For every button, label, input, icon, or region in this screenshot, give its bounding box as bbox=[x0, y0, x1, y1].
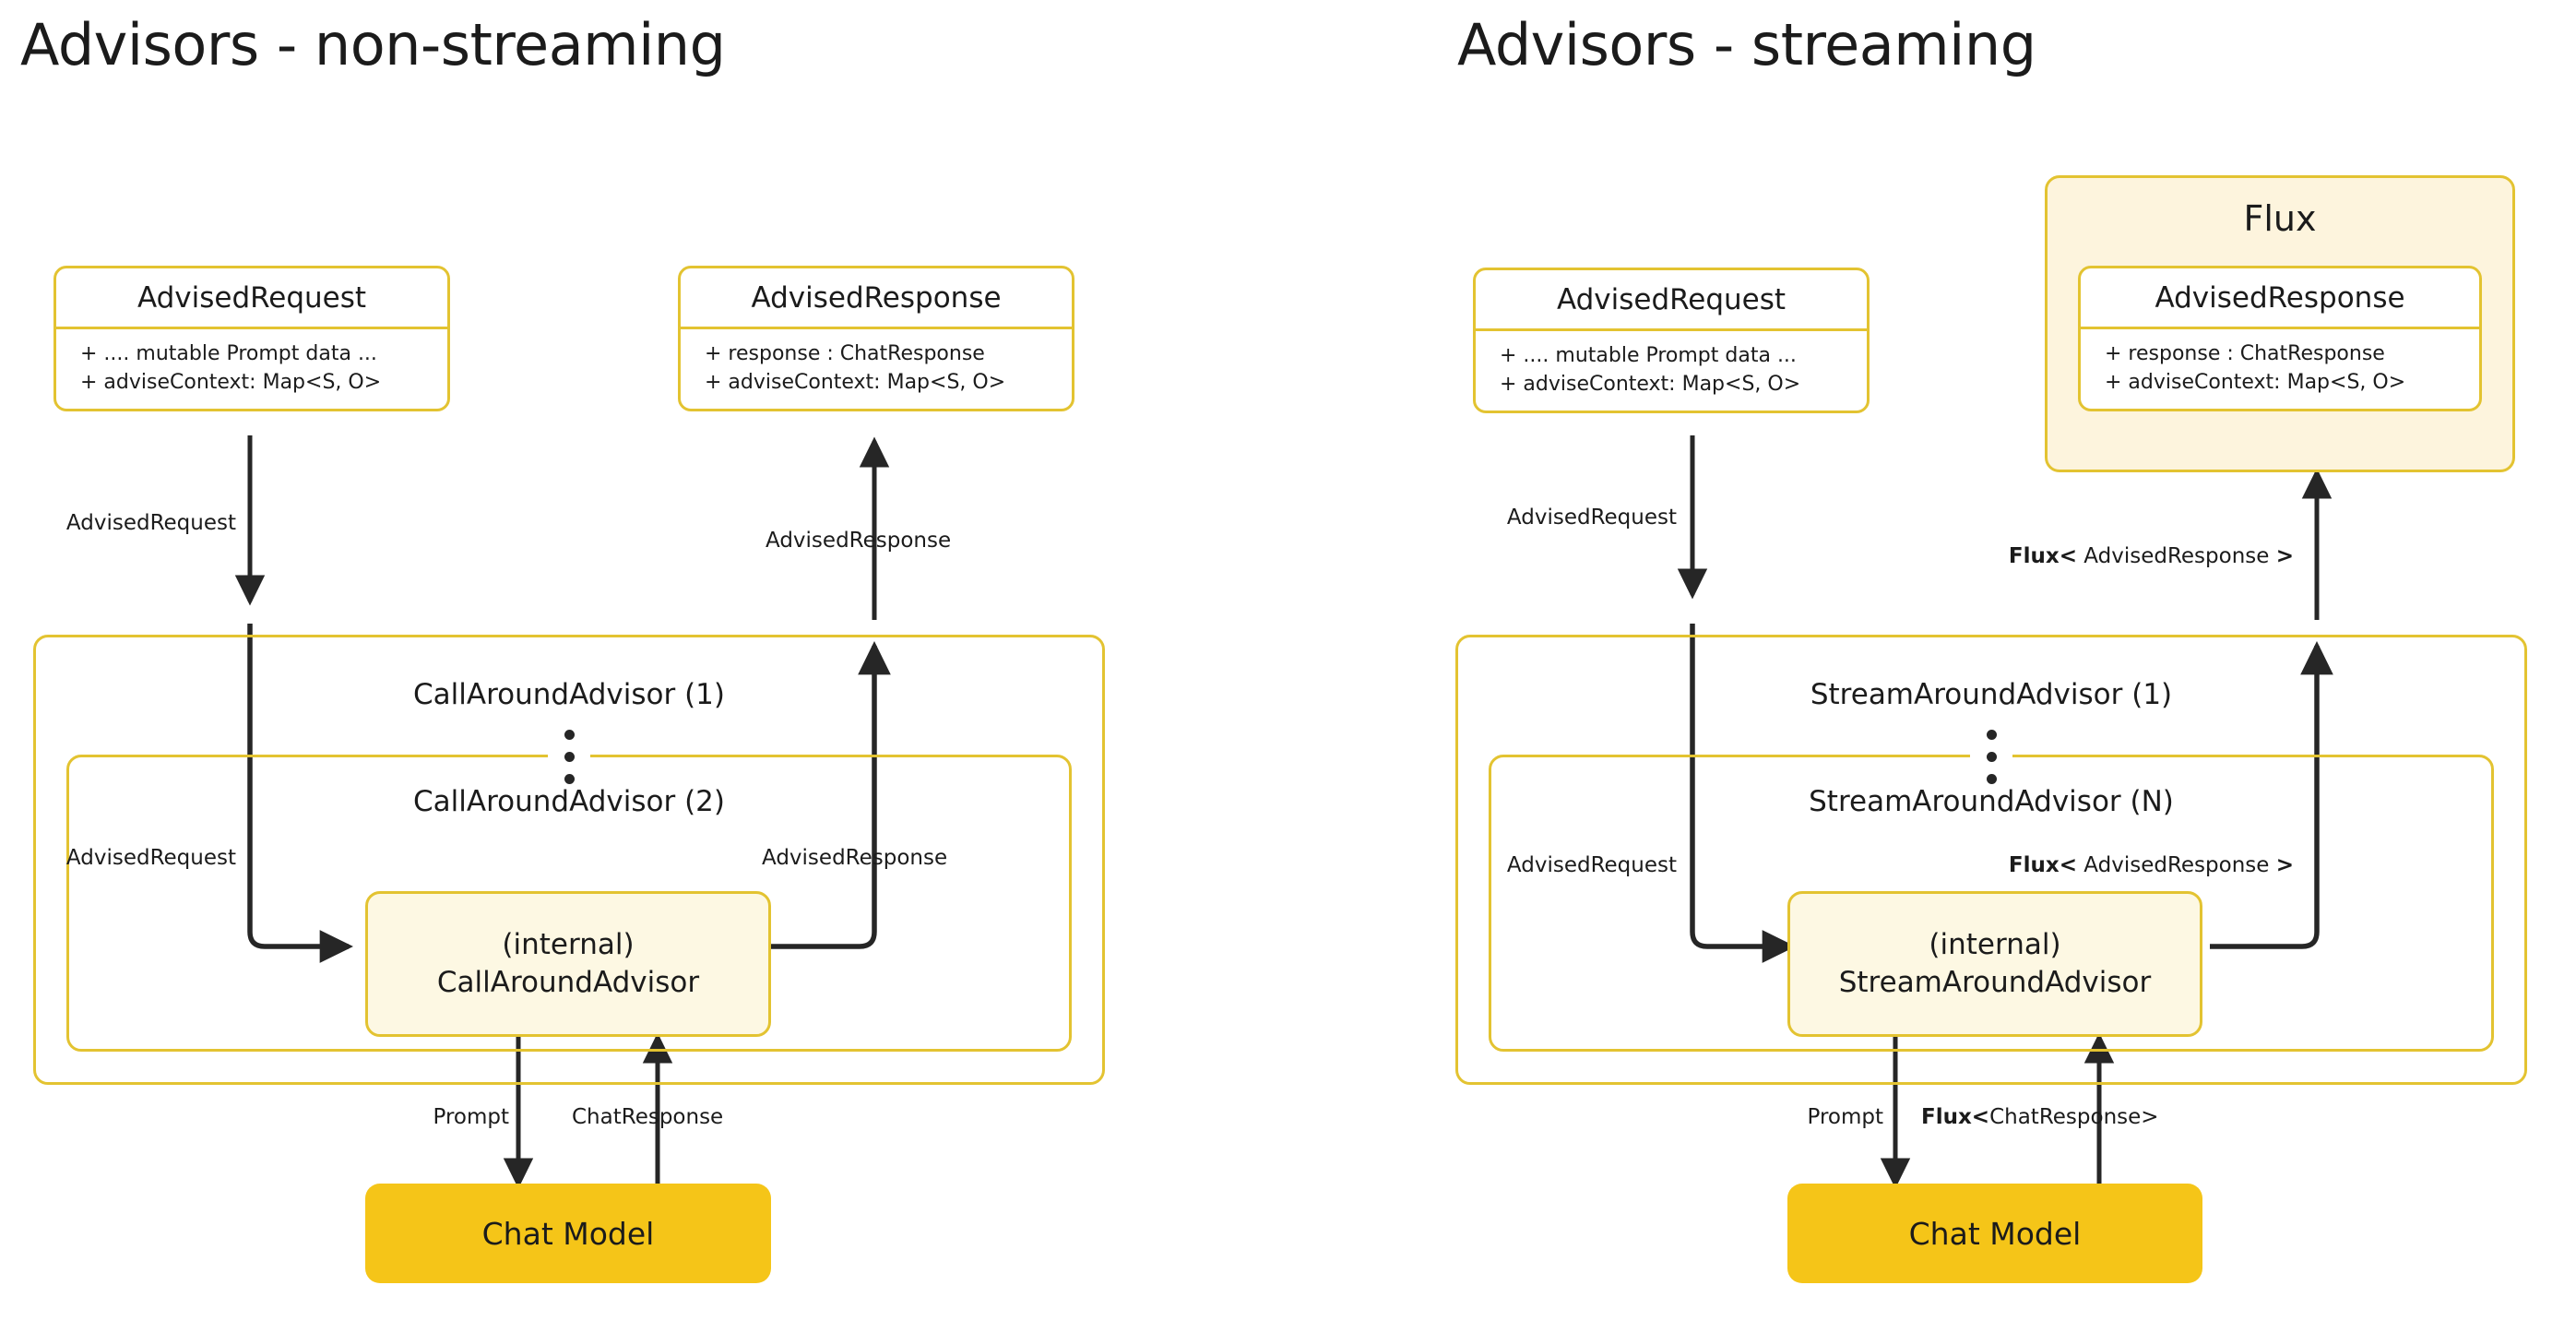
advised-response-field: + adviseContext: Map<S, O> bbox=[705, 371, 1006, 395]
edge-label-prompt: Prompt bbox=[433, 1105, 509, 1129]
internal-advisor-line-2: CallAroundAdvisor bbox=[436, 966, 700, 999]
advised-request-box-streaming: AdvisedRequest + .... mutable Prompt dat… bbox=[1473, 268, 1870, 414]
advised-request-title: AdvisedRequest bbox=[56, 268, 447, 329]
advised-request-field: + adviseContext: Map<S, O> bbox=[1500, 373, 1801, 397]
edge-label-inner-request: AdvisedRequest bbox=[65, 846, 236, 870]
outer-advisor-container-streaming bbox=[1455, 635, 2527, 1085]
advised-request-field: + .... mutable Prompt data ... bbox=[1500, 344, 1797, 367]
advised-request-fields-streaming: + .... mutable Prompt data ... + adviseC… bbox=[1476, 331, 1867, 411]
edge-label-flux-chat-response: Flux<ChatResponse> bbox=[1921, 1107, 2159, 1128]
internal-advisor-box: (internal) CallAroundAdvisor bbox=[365, 891, 771, 1037]
page-title-non-streaming: Advisors - non-streaming bbox=[20, 11, 726, 78]
edge-label-flux-prefix: Flux< bbox=[1921, 1105, 1990, 1129]
advised-response-field: + response : ChatResponse bbox=[705, 342, 985, 365]
advised-response-fields-streaming: + response : ChatResponse + adviseContex… bbox=[2081, 329, 2479, 409]
chat-model-box: Chat Model bbox=[365, 1184, 771, 1283]
edge-label-top-response-streaming: Flux< AdvisedResponse > bbox=[2009, 546, 2294, 567]
edge-label-flux-prefix: Flux< bbox=[2008, 544, 2077, 568]
edge-label-top-request-streaming: AdvisedRequest bbox=[1506, 506, 1677, 530]
internal-advisor-line-2: StreamAroundAdvisor bbox=[1838, 966, 2152, 999]
edge-label-inner-request-streaming: AdvisedRequest bbox=[1506, 853, 1677, 877]
page-title-streaming: Advisors - streaming bbox=[1457, 11, 2036, 78]
vertical-ellipsis-icon bbox=[548, 725, 590, 789]
panel-non-streaming: Advisors - non-streaming AdvisedRequest … bbox=[20, 11, 1105, 1283]
outer-advisor-container bbox=[33, 635, 1105, 1085]
edge-label-inner-response-streaming: Flux< AdvisedResponse > bbox=[2009, 855, 2294, 876]
advised-request-field: + adviseContext: Map<S, O> bbox=[80, 371, 382, 395]
advised-response-title: AdvisedResponse bbox=[681, 268, 1072, 329]
advised-request-box: AdvisedRequest + .... mutable Prompt dat… bbox=[53, 266, 450, 412]
edge-label-flux-body: ChatResponse> bbox=[1989, 1105, 2159, 1129]
advised-response-title-streaming: AdvisedResponse bbox=[2081, 268, 2479, 329]
edge-label-flux-body: AdvisedResponse bbox=[2076, 853, 2276, 877]
edge-label-flux-suffix: > bbox=[2275, 853, 2294, 877]
inner-advisor-label: CallAroundAdvisor (2) bbox=[412, 785, 726, 818]
edge-label-flux-body: AdvisedResponse bbox=[2076, 544, 2276, 568]
edge-label-inner-response: AdvisedResponse bbox=[762, 846, 948, 870]
advised-response-field: + adviseContext: Map<S, O> bbox=[2105, 371, 2406, 395]
advised-response-fields: + response : ChatResponse + adviseContex… bbox=[681, 329, 1072, 409]
edge-label-top-response: AdvisedResponse bbox=[766, 529, 952, 553]
vertical-ellipsis-icon-streaming bbox=[1970, 725, 2012, 789]
edge-label-flux-prefix: Flux< bbox=[2008, 853, 2077, 877]
internal-advisor-line-1: (internal) bbox=[1929, 927, 2061, 961]
outer-advisor-label-streaming: StreamAroundAdvisor (1) bbox=[1810, 678, 2173, 711]
edge-label-prompt-streaming: Prompt bbox=[1807, 1105, 1883, 1129]
advised-response-box: AdvisedResponse + response : ChatRespons… bbox=[678, 266, 1074, 412]
flux-wrapper-title: Flux bbox=[2243, 198, 2317, 239]
panel-streaming: Advisors - streaming AdvisedRequest + ..… bbox=[1288, 0, 2576, 1321]
advised-response-field: + response : ChatResponse bbox=[2105, 342, 2385, 365]
outer-advisor-label: CallAroundAdvisor (1) bbox=[412, 678, 726, 711]
inner-advisor-label-streaming: StreamAroundAdvisor (N) bbox=[1809, 785, 2174, 818]
advised-request-title-streaming: AdvisedRequest bbox=[1476, 270, 1867, 331]
edge-label-flux-suffix: > bbox=[2275, 544, 2294, 568]
internal-advisor-box-streaming: (internal) StreamAroundAdvisor bbox=[1787, 891, 2202, 1037]
advised-request-field: + .... mutable Prompt data ... bbox=[80, 342, 377, 365]
edge-label-chat-response: ChatResponse bbox=[572, 1105, 724, 1129]
advised-response-box-streaming: AdvisedResponse + response : ChatRespons… bbox=[2078, 266, 2482, 412]
advised-request-fields: + .... mutable Prompt data ... + adviseC… bbox=[56, 329, 447, 409]
internal-advisor-line-1: (internal) bbox=[502, 927, 635, 961]
chat-model-box-streaming: Chat Model bbox=[1787, 1184, 2202, 1283]
edge-label-top-request: AdvisedRequest bbox=[65, 511, 236, 535]
